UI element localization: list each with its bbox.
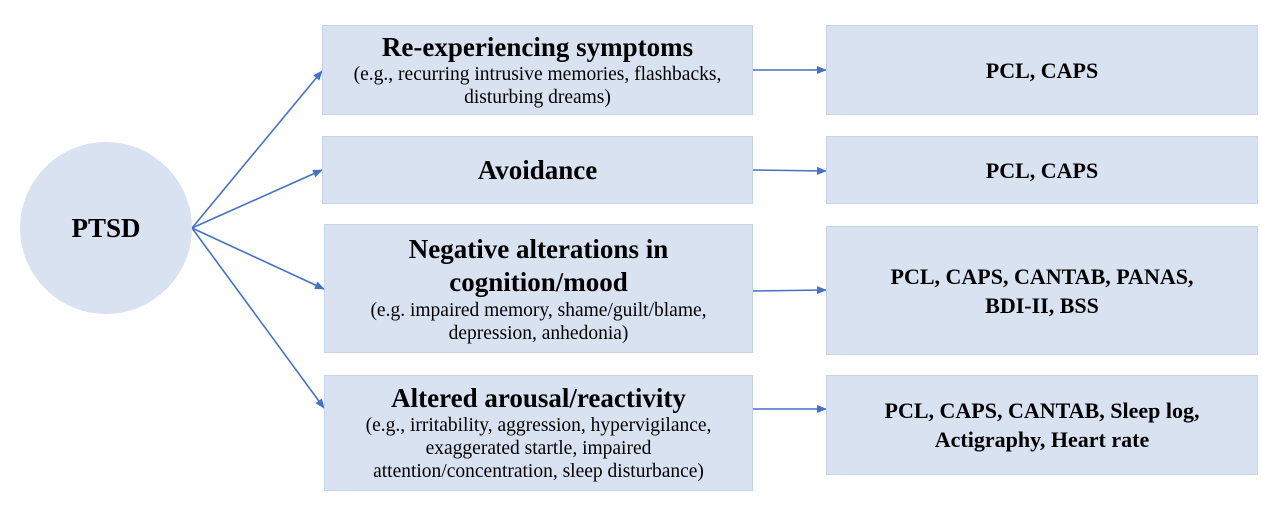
symptom-example-line: attention/concentration, sleep disturban… bbox=[373, 461, 704, 482]
symptom-example-line: (e.g., irritability, aggression, hypervi… bbox=[365, 415, 712, 436]
symptom-title: Re-experiencing symptoms bbox=[381, 31, 694, 62]
symptom-example-line: (e.g., recurring intrusive memories, fla… bbox=[353, 63, 722, 85]
symptom-example-line: (e.g. impaired memory, shame/guilt/blame… bbox=[370, 299, 707, 321]
arrow-root-to-altered-arousal bbox=[191, 227, 325, 409]
symptom-title: Altered arousal/reactivity bbox=[391, 383, 686, 413]
measure-text-line: PCL, CAPS bbox=[985, 157, 1099, 183]
measure-node-avoidance: PCL, CAPS bbox=[826, 136, 1258, 204]
ptsd-root-node: PTSD bbox=[20, 142, 192, 314]
symptom-node-negative-alterations: Negative alterations in cognition/mood (… bbox=[324, 224, 753, 353]
measure-text-line: Actigraphy, Heart rate bbox=[934, 427, 1150, 452]
symptom-title-line: cognition/mood bbox=[449, 266, 628, 297]
measure-node-altered-arousal: PCL, CAPS, CANTAB, Sleep log, Actigraphy… bbox=[826, 375, 1258, 475]
arrow-root-to-negative-alterations bbox=[191, 227, 325, 290]
measure-node-negative-alterations: PCL, CAPS, CANTAB, PANAS, BDI-II, BSS bbox=[826, 226, 1258, 355]
symptom-example-line: exaggerated startle, impaired bbox=[425, 438, 652, 459]
symptom-title: Avoidance bbox=[477, 154, 598, 185]
symptom-title-line: Negative alterations in bbox=[408, 233, 669, 264]
symptom-node-reexperiencing: Re-experiencing symptoms (e.g., recurrin… bbox=[322, 25, 753, 115]
measure-text-line: BDI-II, BSS bbox=[985, 292, 1099, 318]
symptom-example-line: disturbing dreams) bbox=[464, 86, 611, 108]
measure-node-reexperiencing: PCL, CAPS bbox=[826, 25, 1258, 115]
arrow-avoidance-to-measures bbox=[752, 166, 827, 175]
arrow-negative-alterations-to-measures bbox=[752, 286, 827, 295]
arrow-root-to-reexperiencing bbox=[191, 70, 323, 229]
ptsd-root-label: PTSD bbox=[71, 212, 141, 243]
measure-text-line: PCL, CAPS, CANTAB, Sleep log, bbox=[884, 398, 1200, 423]
arrow-root-to-avoidance bbox=[191, 169, 323, 229]
symptom-node-altered-arousal: Altered arousal/reactivity (e.g., irrita… bbox=[324, 375, 753, 491]
measure-text-line: PCL, CAPS bbox=[985, 57, 1099, 83]
symptom-example-line: depression, anhedonia) bbox=[448, 322, 629, 344]
measure-text-line: PCL, CAPS, CANTAB, PANAS, bbox=[890, 263, 1194, 289]
symptom-node-avoidance: Avoidance bbox=[322, 136, 753, 204]
